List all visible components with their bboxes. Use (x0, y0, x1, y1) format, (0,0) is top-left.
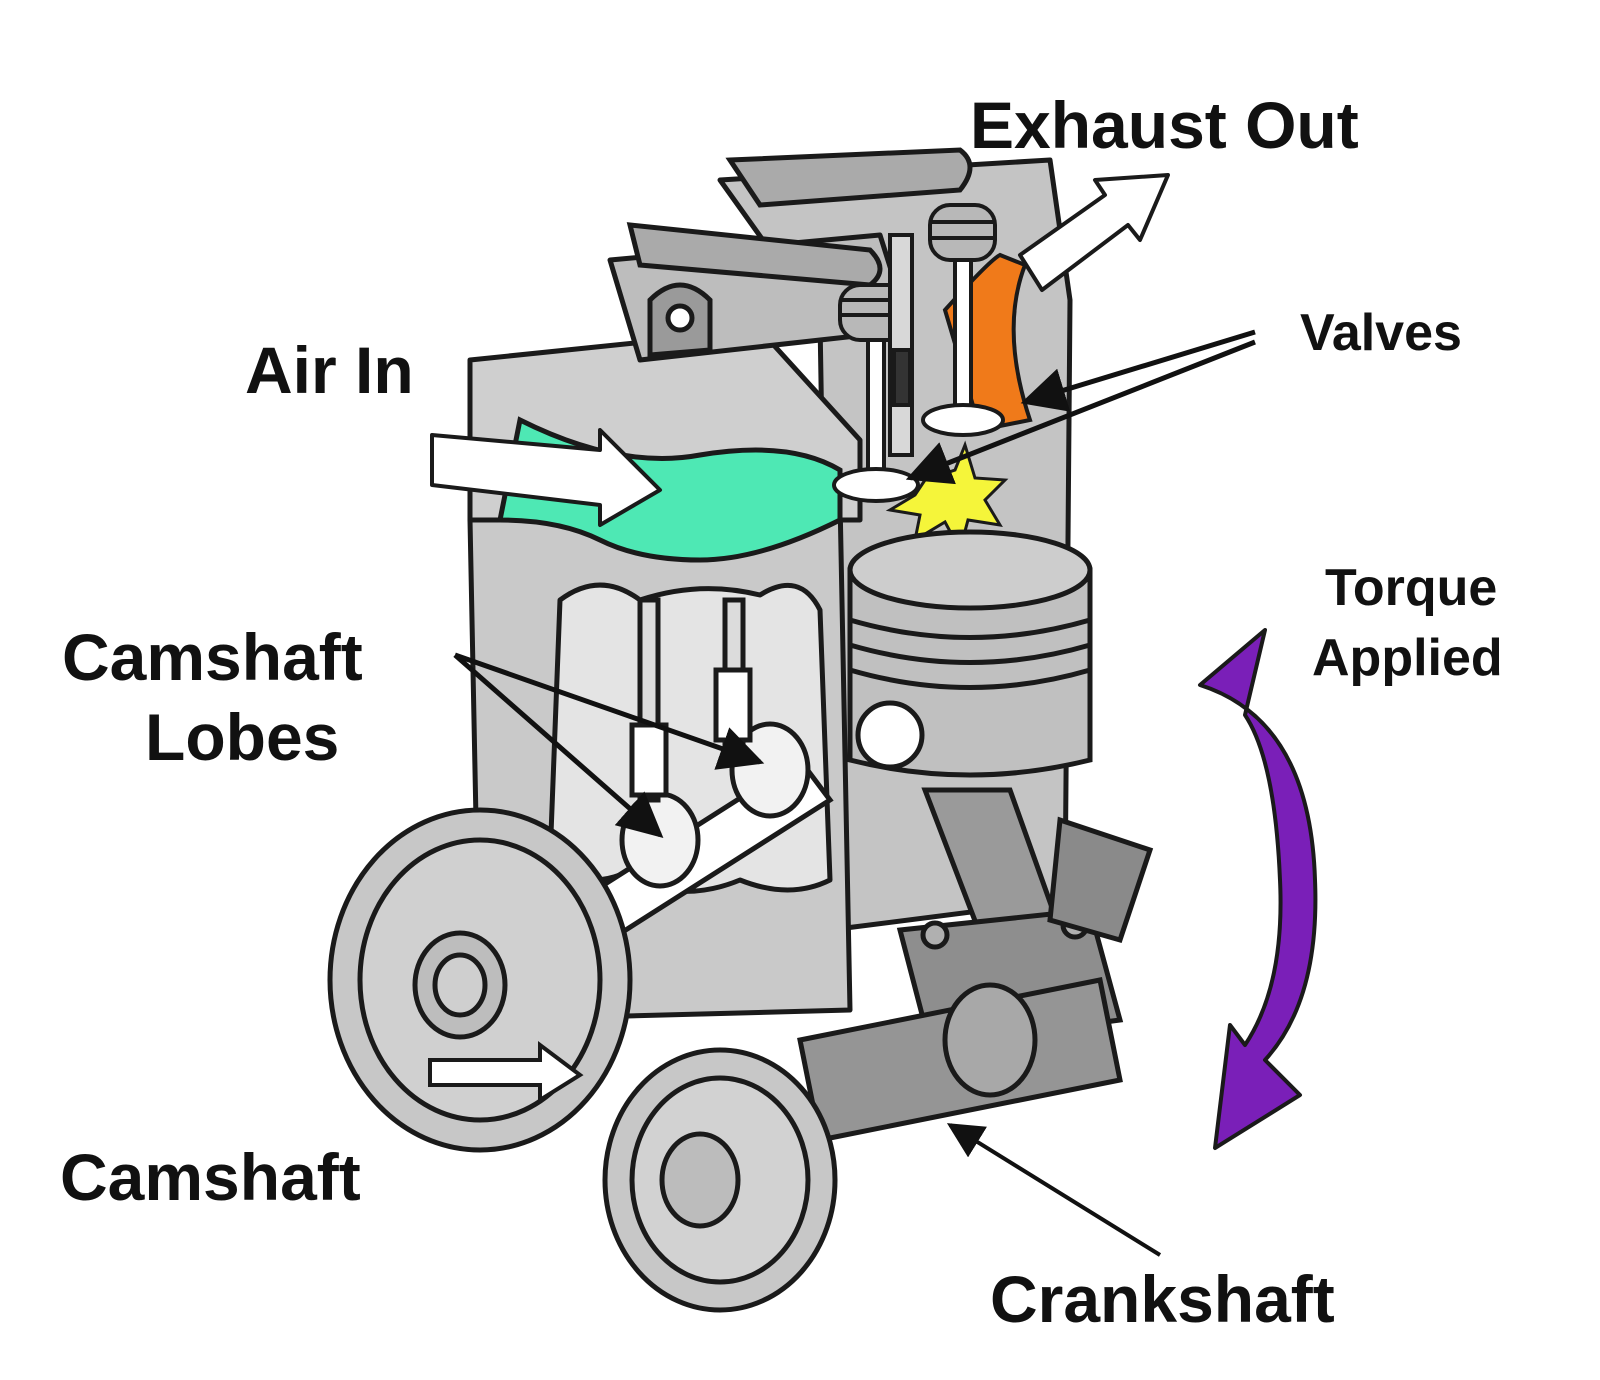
valves-leader-1 (1020, 329, 1256, 412)
exhaust-valve-stem (953, 258, 973, 412)
crankpin (942, 982, 1038, 1098)
leader-lines (453, 329, 1256, 1257)
piston-pin (855, 700, 925, 770)
piston (847, 529, 1093, 778)
air-in-arrow (430, 428, 662, 527)
crankshaft-gear (602, 1047, 838, 1313)
label-camshaft-lobes-line2: Lobes (145, 700, 339, 774)
label-crankshaft: Crankshaft (990, 1262, 1335, 1336)
crank-counterweight (1047, 816, 1154, 944)
label-torque-line2: Applied (1312, 629, 1503, 687)
rocker-arms (626, 147, 973, 358)
piston-ring-2 (849, 642, 1091, 665)
valves-leader-2 (905, 339, 1256, 485)
piston-ring-1 (849, 617, 1091, 640)
rod-bolt-left (920, 920, 950, 950)
intake-valve-head (832, 467, 920, 503)
torque-arrow (1198, 628, 1318, 1150)
rocker-arm-rear (725, 147, 973, 208)
valves (832, 203, 1005, 503)
camshaft-lobes-leader-1 (453, 653, 664, 838)
camshaft-gear (327, 807, 633, 1153)
exhaust-valve-spring (928, 203, 997, 262)
piston-ring-3 (849, 667, 1091, 690)
label-exhaust-out: Exhaust Out (970, 88, 1359, 162)
piston-crown (847, 529, 1093, 611)
intake-valve-stem (866, 338, 886, 472)
label-camshaft-lobes-line1: Camshaft (62, 620, 363, 694)
exhaust-valve-head (921, 403, 1005, 437)
label-valves: Valves (1300, 304, 1462, 362)
crankshaft (797, 816, 1154, 1143)
label-air-in: Air In (245, 333, 414, 407)
exhaust-out-arrow (1018, 173, 1170, 292)
camshaft-lobes-leader-2 (454, 652, 765, 770)
label-camshaft: Camshaft (60, 1140, 361, 1214)
cam-rotation-arrow (428, 1041, 584, 1104)
crankshaft-leader (946, 1123, 1162, 1257)
lifter-2 (713, 667, 753, 743)
spark-plug (888, 233, 914, 457)
rocker-pivot-hole (665, 303, 695, 333)
label-torque-line1: Torque (1325, 559, 1497, 617)
cam-lobe-1 (619, 791, 701, 889)
lifter-1 (629, 722, 669, 798)
